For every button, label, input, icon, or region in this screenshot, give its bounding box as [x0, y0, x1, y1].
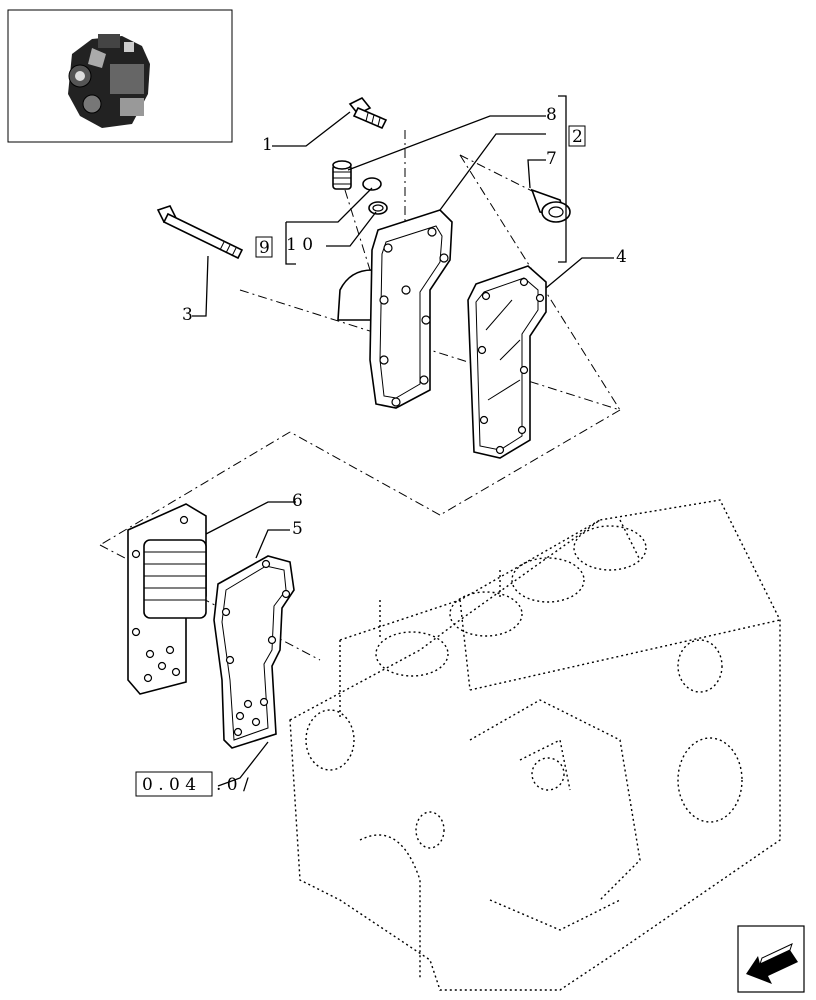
- callout-3: 3: [182, 305, 193, 325]
- plug-part-8[interactable]: [332, 160, 352, 190]
- engine-thumbnail-icon[interactable]: [7, 9, 233, 143]
- callout-7: 7: [546, 149, 557, 169]
- bolt-part-1[interactable]: [348, 96, 388, 130]
- callout-4: 4: [616, 247, 627, 267]
- callout-8: 8: [546, 105, 557, 125]
- oil-cooler-part-6[interactable]: [127, 503, 207, 695]
- callout-9: 9: [259, 238, 270, 258]
- gasket-part-4[interactable]: [467, 265, 547, 459]
- leader-lines: [192, 95, 614, 787]
- engine-block-phantom: [289, 499, 781, 991]
- reference-code-boxed: 0 . 0 4: [142, 775, 196, 795]
- cap-and-oring-part-10[interactable]: [362, 177, 388, 215]
- reference-code-rest: . 0 /: [216, 775, 249, 795]
- callout-2: 2: [572, 127, 583, 147]
- long-bolt-part-3[interactable]: [156, 205, 244, 260]
- reference-code[interactable]: 0 . 0 4 . 0 /: [135, 771, 249, 797]
- cooler-gasket-part-5[interactable]: [213, 555, 295, 749]
- callout-6: 6: [292, 491, 303, 511]
- callout-10: 1 0: [286, 235, 313, 255]
- filter-housing-part-2[interactable]: [337, 209, 453, 409]
- callout-1: 1: [262, 135, 273, 155]
- sleeve-part-7[interactable]: [530, 188, 571, 223]
- arrow-left-nav-icon[interactable]: [737, 925, 805, 993]
- callout-5: 5: [292, 519, 303, 539]
